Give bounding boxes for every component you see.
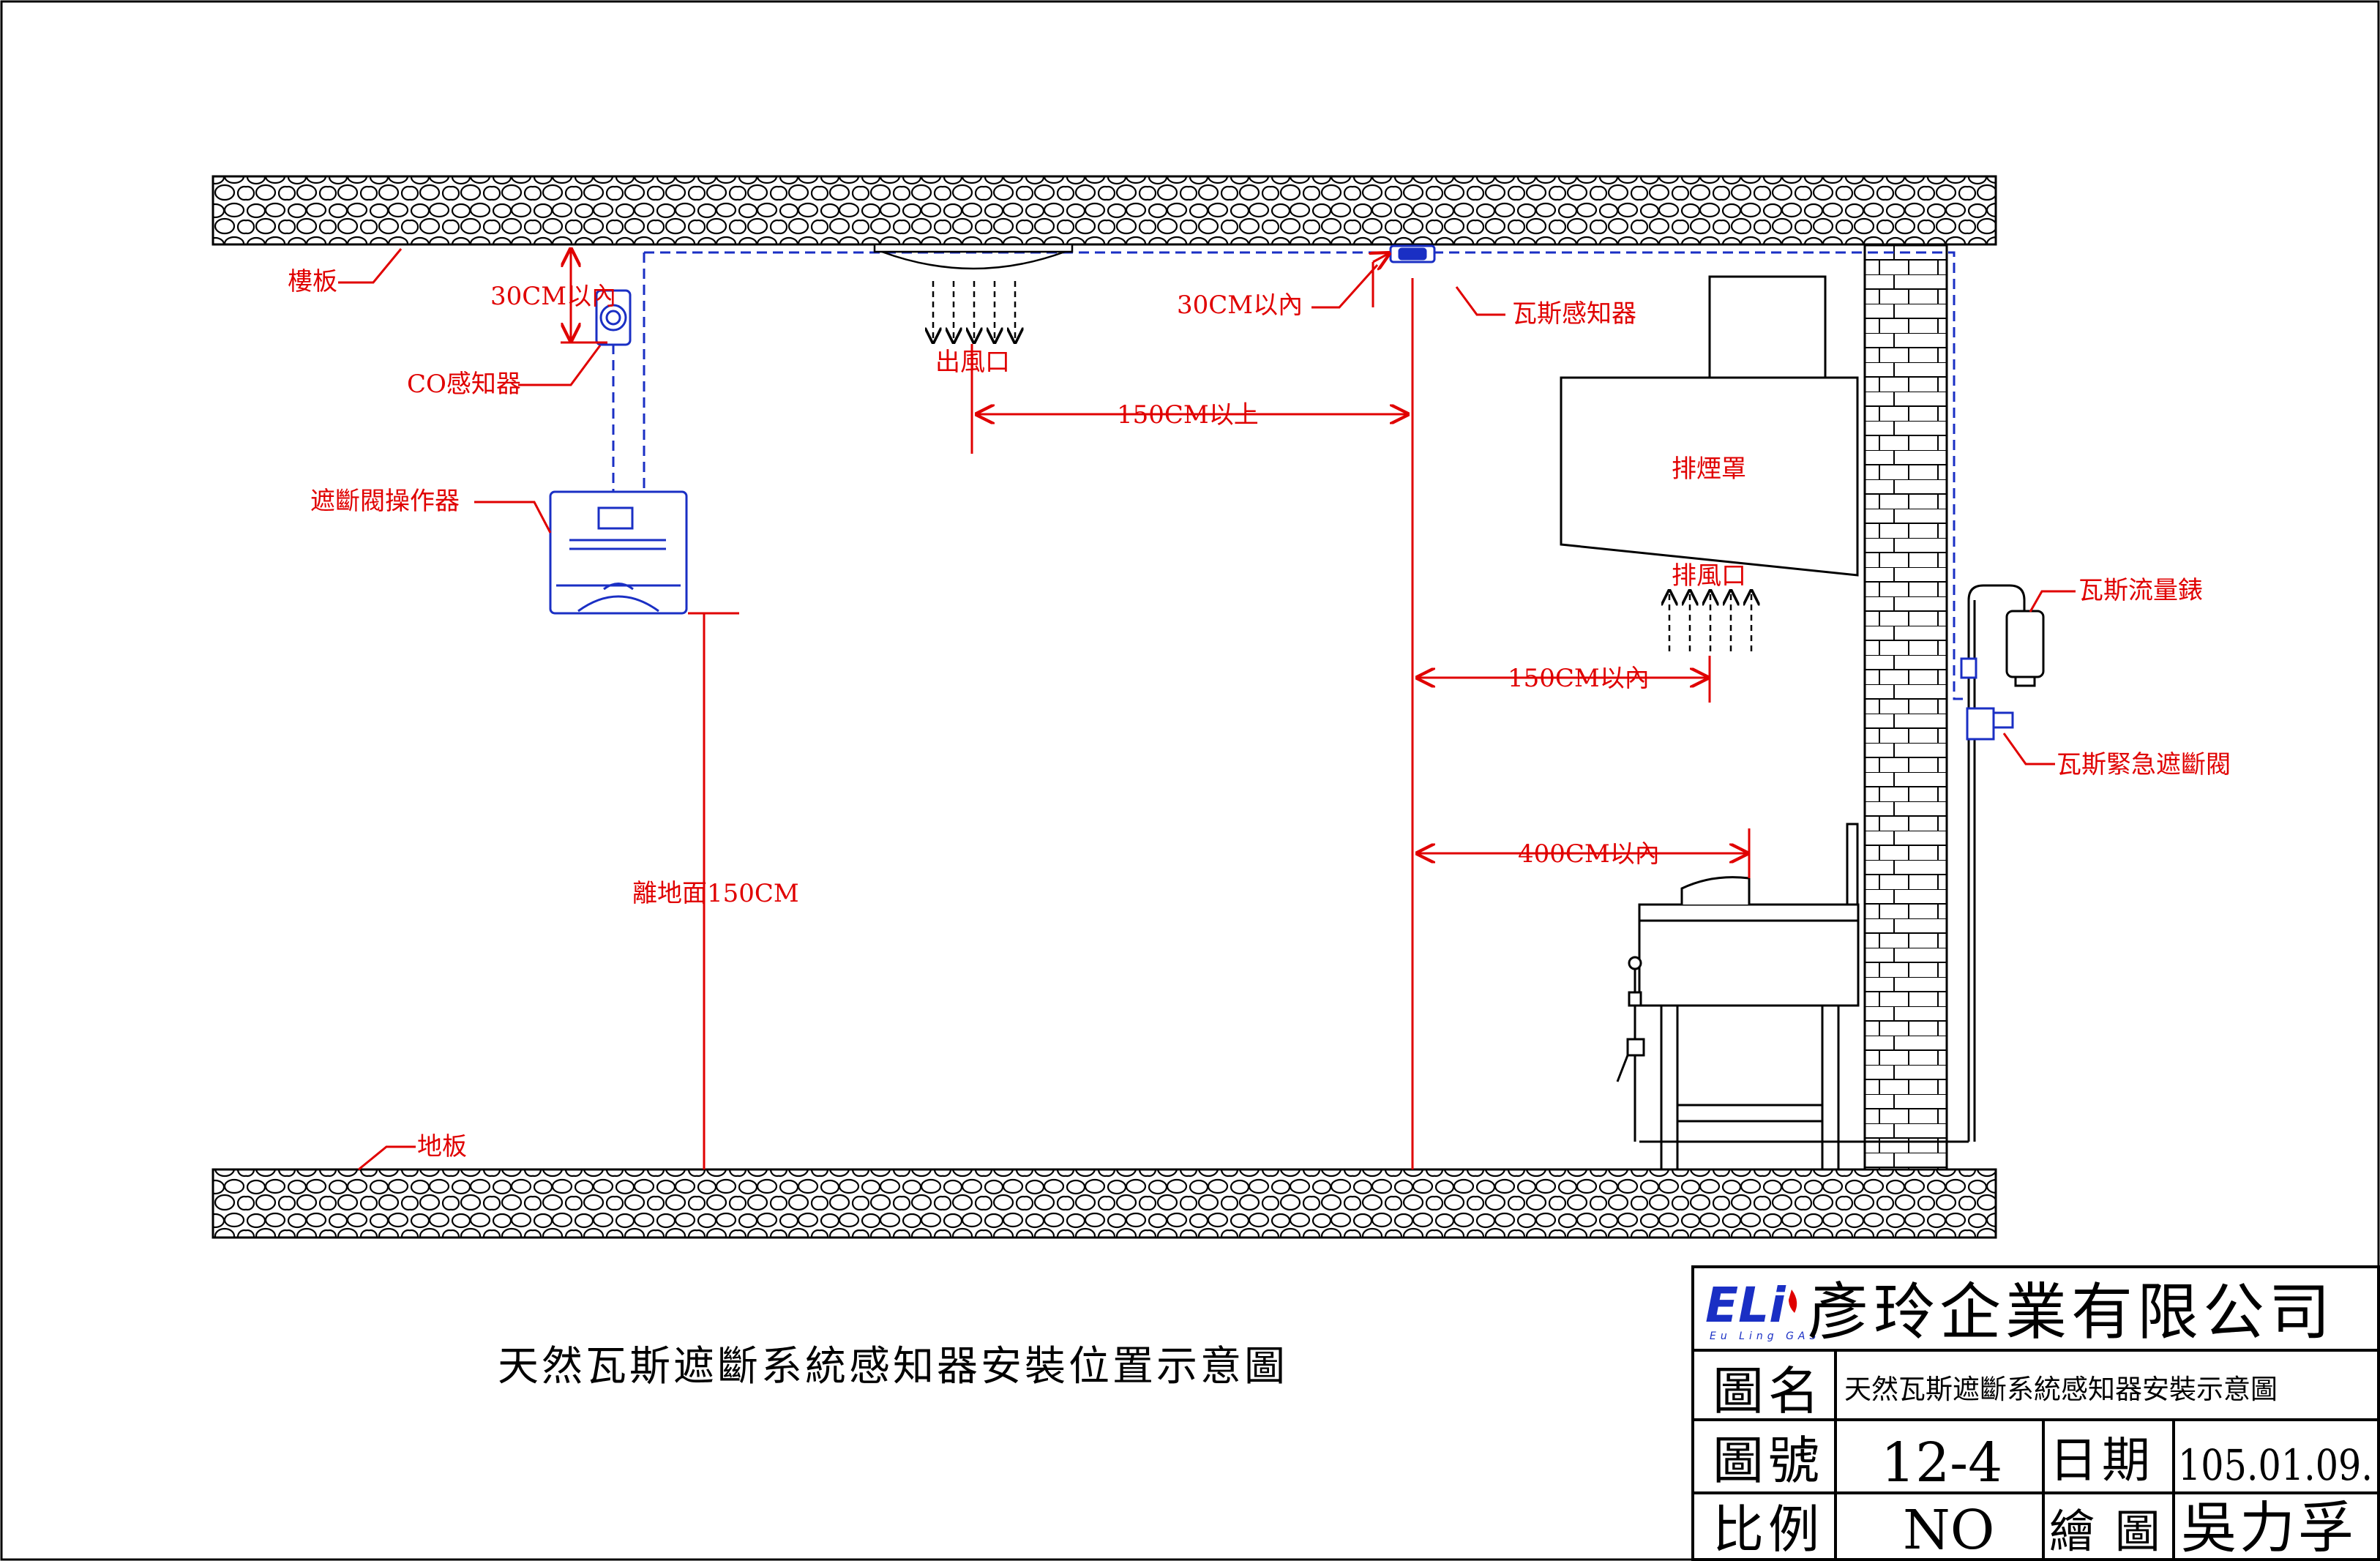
signal-wiring — [612, 251, 1969, 700]
ceiling-slab — [212, 175, 1997, 246]
label-distance-stove: 400CM以內 — [1518, 839, 1660, 869]
gas-sensor — [1389, 244, 1436, 263]
emergency-valve — [1960, 657, 2014, 741]
label-exhaust: 排風口 — [1672, 561, 1746, 591]
label-controller: 遮斷閥操作器 — [310, 487, 460, 516]
drawn-by-label: 繪 圖 — [2049, 1505, 2163, 1558]
title-block — [1691, 1265, 2380, 1561]
label-min-distance: 150CM以上 — [1117, 400, 1259, 430]
label-floor: 地板 — [417, 1132, 467, 1161]
company-logo: ELi Eu Ling GAS — [1705, 1277, 1820, 1342]
label-gas-sensor-distance: 30CM以內 — [1177, 291, 1303, 320]
drawing-no-label: 圖號 — [1713, 1431, 1824, 1491]
label-emergency-valve: 瓦斯緊急遮斷閥 — [2057, 750, 2231, 779]
dimension-lines — [338, 247, 2076, 1171]
label-air-outlet: 出風口 — [935, 348, 1010, 377]
logo-mark: ELi — [1705, 1277, 1786, 1333]
air-outlet — [873, 243, 1074, 344]
scale-label: 比例 — [1713, 1500, 1824, 1560]
gas-pipe — [1967, 584, 2026, 1142]
label-ceiling-distance: 30CM以內 — [490, 282, 616, 311]
co-sensor — [595, 289, 632, 346]
date-label: 日期 — [2049, 1432, 2155, 1489]
brick-wall — [1863, 244, 1948, 1171]
label-gas-sensor: 瓦斯感知器 — [1512, 299, 1636, 329]
diagram-caption: 天然瓦斯遮斷系統感知器安裝位置示意圖 — [498, 1343, 1288, 1390]
exhaust-arrows — [1669, 589, 1751, 651]
drawing-name: 天然瓦斯遮斷系統感知器安裝示意圖 — [1844, 1374, 2278, 1405]
label-co-sensor: CO感知器 — [407, 370, 521, 399]
drawing-no: 12-4 — [1881, 1431, 2002, 1494]
label-height: 離地面150CM — [632, 879, 799, 908]
logo-subtext: Eu Ling GAS — [1710, 1330, 1820, 1342]
flame-icon — [1789, 1289, 1797, 1313]
annotation-labels: 樓板 30CM以內 CO感知器 出風口 30CM以內 瓦斯感知器 150CM以上… — [288, 267, 2231, 1161]
label-distance-exhaust: 150CM以內 — [1508, 664, 1650, 693]
label-floor-slab: 樓板 — [288, 267, 337, 296]
drawn-by: 吳力孚 — [2181, 1495, 2357, 1560]
label-gas-meter: 瓦斯流量錶 — [2078, 576, 2203, 605]
exhaust-hood — [1560, 275, 1859, 577]
shutoff-controller — [549, 490, 688, 615]
gas-stove — [1616, 823, 1969, 1169]
drawing-name-label: 圖名 — [1713, 1361, 1824, 1421]
date-value: 105.01.09. — [2178, 1440, 2373, 1490]
gas-meter — [2005, 610, 2045, 687]
label-hood: 排煙罩 — [1672, 454, 1746, 484]
company-name: 彥玲企業有限公司 — [1808, 1276, 2335, 1348]
scale-value: NO — [1903, 1499, 1994, 1561]
floor-slab — [212, 1168, 1997, 1239]
